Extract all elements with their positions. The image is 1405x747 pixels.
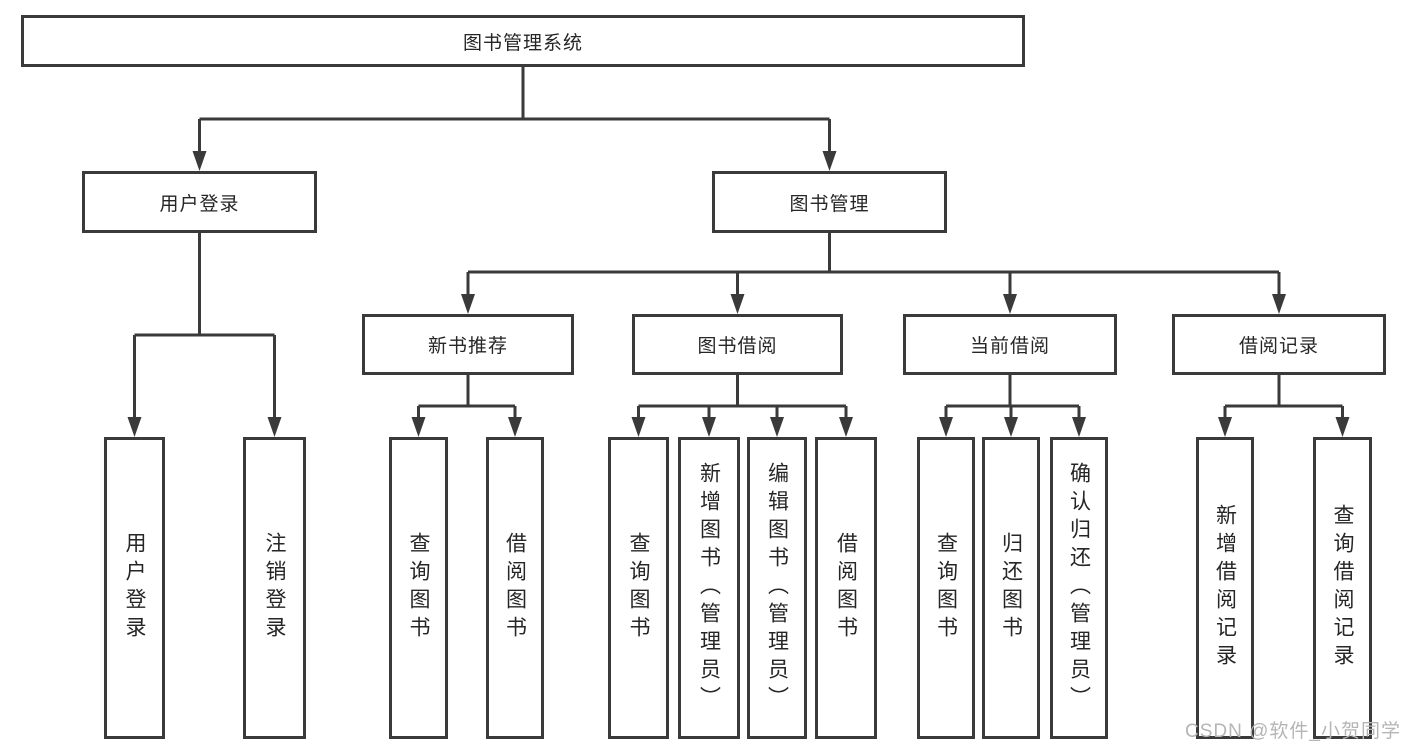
connector-root-to-level2: [198, 67, 831, 155]
arrowhead: [631, 417, 646, 437]
connector-book-management-children: [466, 233, 1281, 298]
arrowhead: [1218, 417, 1232, 437]
node-label: 查询借阅记录: [1331, 504, 1354, 672]
node-label: 确认归还（管理员）: [1067, 462, 1091, 714]
arrowhead: [730, 294, 745, 314]
connector-new-book-children: [417, 375, 517, 421]
node-label: 当前借阅: [969, 336, 1050, 357]
node-label: 新书推荐: [427, 336, 508, 357]
arrowhead: [770, 417, 784, 437]
arrowhead: [1335, 417, 1350, 437]
node-label: 归还图书: [999, 532, 1023, 644]
node-label: 查询图书: [407, 532, 430, 644]
node-leaf-add-borrow-record: 新增借阅记录: [1196, 437, 1254, 739]
node-label: 注销登录: [263, 532, 286, 644]
node-leaf-borrow-books-1: 借阅图书: [486, 437, 544, 739]
node-leaf-query-books-3: 查询图书: [917, 437, 975, 739]
arrowhead: [192, 151, 207, 171]
node-label: 图书管理系统: [462, 32, 583, 54]
node-label: 用户登录: [159, 193, 240, 215]
node-current-borrowing: 当前借阅: [903, 314, 1117, 375]
arrowhead: [1272, 294, 1286, 314]
arrowhead: [1004, 417, 1018, 437]
node-library-management-system: 图书管理系统: [21, 15, 1025, 67]
node-leaf-add-books-admin: 新增图书（管理员）: [678, 437, 740, 739]
arrowhead: [267, 417, 282, 437]
node-leaf-confirm-return-admin: 确认归还（管理员）: [1050, 437, 1108, 739]
node-leaf-user-login: 用户登录: [104, 437, 165, 739]
node-label: 图书管理: [789, 193, 870, 215]
arrowhead: [839, 417, 853, 437]
arrowhead: [1003, 294, 1017, 314]
connector-borrowing-records-children: [1223, 375, 1344, 421]
arrowhead: [1072, 417, 1086, 437]
connector-book-borrowing-children: [637, 375, 848, 421]
node-leaf-query-books-1: 查询图书: [389, 437, 448, 739]
node-book-management: 图书管理: [712, 171, 947, 233]
arrowhead: [939, 417, 953, 437]
node-leaf-borrow-books-2: 借阅图书: [815, 437, 877, 739]
arrowhead: [702, 417, 716, 437]
node-label: 新增图书（管理员）: [697, 462, 721, 714]
arrowhead: [411, 417, 426, 437]
node-book-borrowing: 图书借阅: [632, 314, 843, 375]
arrowhead: [508, 417, 522, 437]
node-label: 编辑图书（管理员）: [765, 462, 789, 714]
arrowhead: [822, 151, 837, 171]
node-leaf-logout: 注销登录: [243, 437, 306, 739]
node-label: 借阅图书: [503, 532, 527, 644]
arrowhead: [127, 417, 142, 437]
node-borrowing-records: 借阅记录: [1172, 314, 1386, 375]
node-label: 图书借阅: [697, 336, 778, 357]
node-leaf-query-borrow-record: 查询借阅记录: [1313, 437, 1372, 739]
node-leaf-return-books: 归还图书: [982, 437, 1040, 739]
node-label: 新增借阅记录: [1213, 504, 1237, 672]
connector-current-borrowing-children: [944, 375, 1081, 421]
node-user-login: 用户登录: [82, 171, 317, 233]
node-leaf-query-books-2: 查询图书: [608, 437, 669, 739]
node-new-book-recommendation: 新书推荐: [362, 314, 574, 375]
arrowhead: [461, 294, 475, 314]
node-label: 借阅图书: [834, 532, 858, 644]
node-label: 用户登录: [123, 532, 146, 644]
csdn-watermark: CSDN @软件_小贺同学: [1185, 721, 1401, 742]
node-leaf-edit-books-admin: 编辑图书（管理员）: [747, 437, 807, 739]
node-label: 查询图书: [627, 532, 650, 644]
node-label: 借阅记录: [1238, 336, 1319, 357]
connector-user-login-children: [133, 233, 276, 421]
node-label: 查询图书: [934, 532, 958, 644]
